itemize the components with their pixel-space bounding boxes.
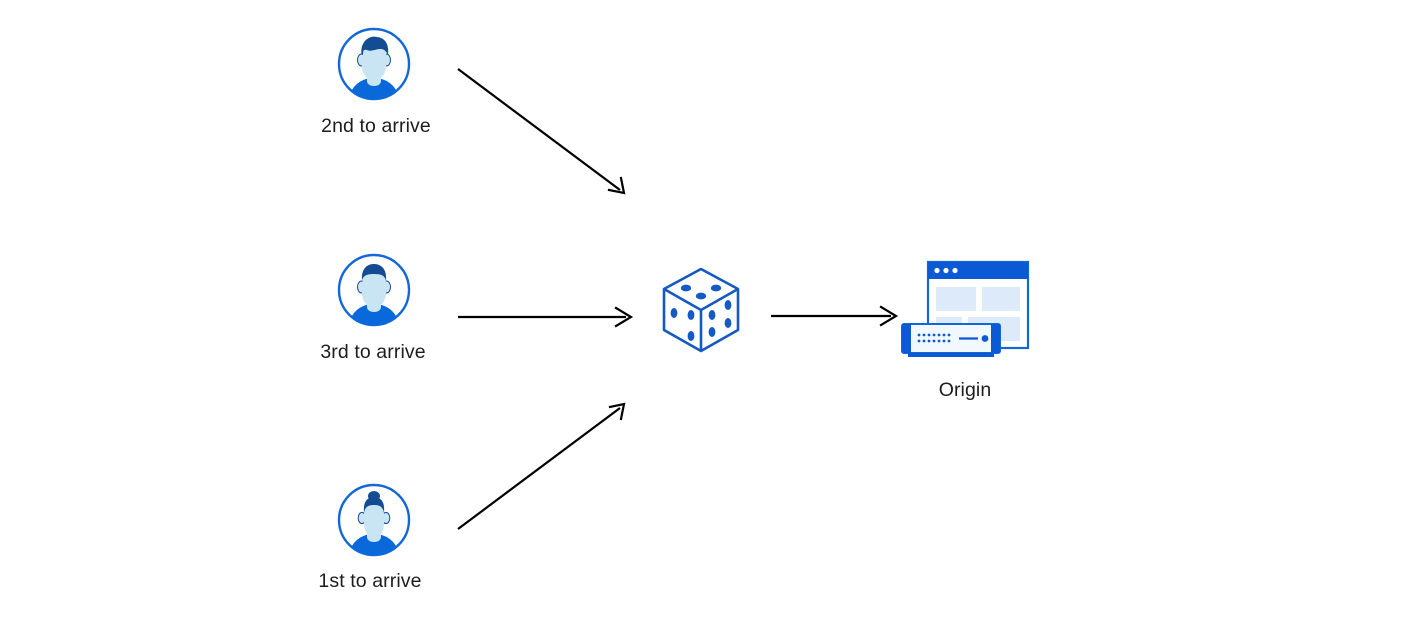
label-user-1st: 1st to arrive [318, 570, 422, 592]
origin-server-node[interactable] [896, 258, 1036, 363]
arrow-3rd-to-randomizer [458, 306, 634, 328]
user-avatar-icon [337, 27, 411, 101]
origin-icon [901, 260, 1030, 357]
avatar-user-1st[interactable] [336, 482, 412, 558]
arrow-randomizer-to-origin [771, 305, 899, 327]
dice-randomizer[interactable] [660, 266, 742, 354]
server-device-icon [901, 323, 1001, 357]
avatar-user-3rd[interactable] [336, 252, 412, 328]
dice-icon [662, 267, 740, 353]
arrow-1st-to-randomizer [457, 402, 626, 530]
label-user-3rd: 3rd to arrive [320, 341, 426, 363]
user-avatar-icon [337, 483, 411, 557]
label-user-2nd: 2nd to arrive [321, 115, 431, 137]
user-avatar-icon [337, 253, 411, 327]
avatar-user-2nd[interactable] [336, 26, 412, 102]
label-origin: Origin [938, 379, 992, 401]
